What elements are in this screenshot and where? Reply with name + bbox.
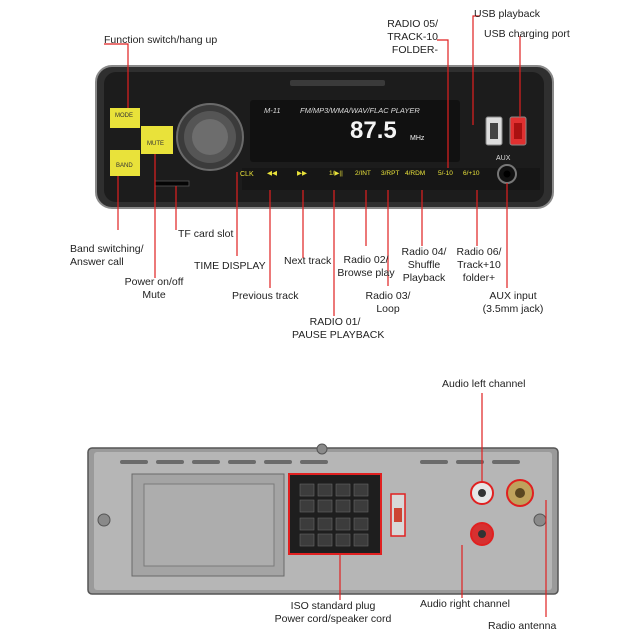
- label-time-display: TIME DISPLAY: [194, 260, 266, 272]
- device-formats: FM/MP3/WMA/WAV/FLAC PLAYER: [300, 106, 420, 115]
- mute-button[interactable]: [141, 126, 173, 154]
- label-radio02: Radio 02/ Browse play: [336, 254, 396, 280]
- label-usb-charging: USB charging port: [484, 28, 570, 40]
- tf-card-slot[interactable]: [154, 180, 190, 187]
- radio02-button[interactable]: 2/INT: [355, 170, 371, 177]
- next-track-button[interactable]: ▶▶: [297, 170, 307, 177]
- band-button-label: BAND: [116, 163, 133, 169]
- label-usb-playback: USB playback: [474, 8, 540, 20]
- label-power-mute-line2: Mute: [142, 289, 166, 301]
- display-unit: MHz: [410, 135, 425, 142]
- label-previous-track: Previous track: [232, 290, 299, 302]
- label-radio06-line3: folder+: [462, 272, 496, 284]
- label-radio03-line1: Radio 03/: [365, 290, 411, 302]
- label-radio06-line2: Track+10: [457, 259, 501, 271]
- radio04-button[interactable]: 4/RDM: [405, 170, 426, 177]
- label-aux-input-line2: (3.5mm jack): [482, 303, 544, 315]
- label-radio05-line2: TRACK-10: [387, 31, 438, 43]
- device-buttons: ◀◀ ▶▶ 1/▶|| 2/INT 3/RPT 4/RDM 5/-10 6/+1…: [255, 167, 495, 179]
- label-power-mute-line1: Power on/off: [124, 276, 184, 288]
- label-radio03: Radio 03/ Loop: [362, 290, 414, 316]
- label-radio05-line1: RADIO 05/: [387, 18, 438, 30]
- aux-label: AUX: [496, 155, 511, 162]
- label-iso-plug: ISO standard plug Power cord/speaker cor…: [274, 600, 392, 626]
- label-radio05: RADIO 05/ TRACK-10 FOLDER-: [368, 18, 438, 57]
- label-aux-input: AUX input (3.5mm jack): [478, 290, 548, 316]
- bottom-button-row: [242, 168, 540, 190]
- mode-button-label: MODE: [115, 113, 133, 119]
- label-tf-slot: TF card slot: [178, 228, 234, 240]
- label-radio01: RADIO 01/ PAUSE PLAYBACK: [292, 316, 385, 342]
- label-radio01-line1: RADIO 01/: [309, 316, 361, 328]
- clk-label: CLK: [240, 171, 254, 178]
- label-radio-antenna: Radio antenna: [488, 620, 557, 632]
- rear-callout-lines: [339, 393, 547, 617]
- label-band-switching-line1: Band switching/: [70, 243, 144, 255]
- label-power-mute: Power on/off Mute: [122, 276, 186, 302]
- label-audio-right: Audio right channel: [420, 598, 510, 610]
- radio03-button[interactable]: 3/RPT: [381, 170, 400, 177]
- rear-panel-illustration: [87, 443, 559, 595]
- label-radio02-line1: Radio 02/: [343, 254, 389, 266]
- mode-button[interactable]: [110, 108, 140, 128]
- label-radio06: Radio 06/ Track+10 folder+: [455, 246, 503, 285]
- label-radio04: Radio 04/ Shuffle Playback: [400, 246, 448, 285]
- label-radio05-line3: FOLDER-: [391, 44, 438, 56]
- device-model: M-11: [264, 106, 281, 115]
- label-audio-left: Audio left channel: [442, 378, 526, 390]
- prev-track-button[interactable]: ◀◀: [267, 170, 277, 177]
- label-radio01-line2: PAUSE PLAYBACK: [292, 329, 385, 341]
- label-radio06-line1: Radio 06/: [456, 246, 502, 258]
- label-band-switching: Band switching/ Answer call: [70, 243, 144, 269]
- radio05-button[interactable]: 5/-10: [438, 170, 453, 177]
- mute-button-label: MUTE: [147, 141, 164, 147]
- label-radio04-line1: Radio 04/: [401, 246, 447, 258]
- band-button[interactable]: [110, 150, 140, 176]
- label-radio03-line2: Loop: [376, 303, 400, 315]
- radio06-button[interactable]: 6/+10: [463, 170, 480, 177]
- label-radio04-line2: Shuffle: [407, 259, 441, 271]
- label-next-track: Next track: [284, 255, 332, 267]
- label-function-switch: Function switch/hang up: [104, 34, 218, 46]
- label-radio04-line3: Playback: [402, 272, 446, 284]
- label-aux-input-line1: AUX input: [489, 290, 537, 302]
- radio01-button[interactable]: 1/▶||: [329, 170, 343, 177]
- label-band-switching-line2: Answer call: [70, 256, 124, 268]
- front-callout-lines: [104, 15, 521, 316]
- display-frequency: 87.5: [350, 117, 397, 144]
- label-radio02-line2: Browse play: [337, 267, 395, 279]
- label-iso-plug-line1: ISO standard plug: [290, 600, 376, 612]
- label-iso-plug-line2: Power cord/speaker cord: [274, 613, 392, 625]
